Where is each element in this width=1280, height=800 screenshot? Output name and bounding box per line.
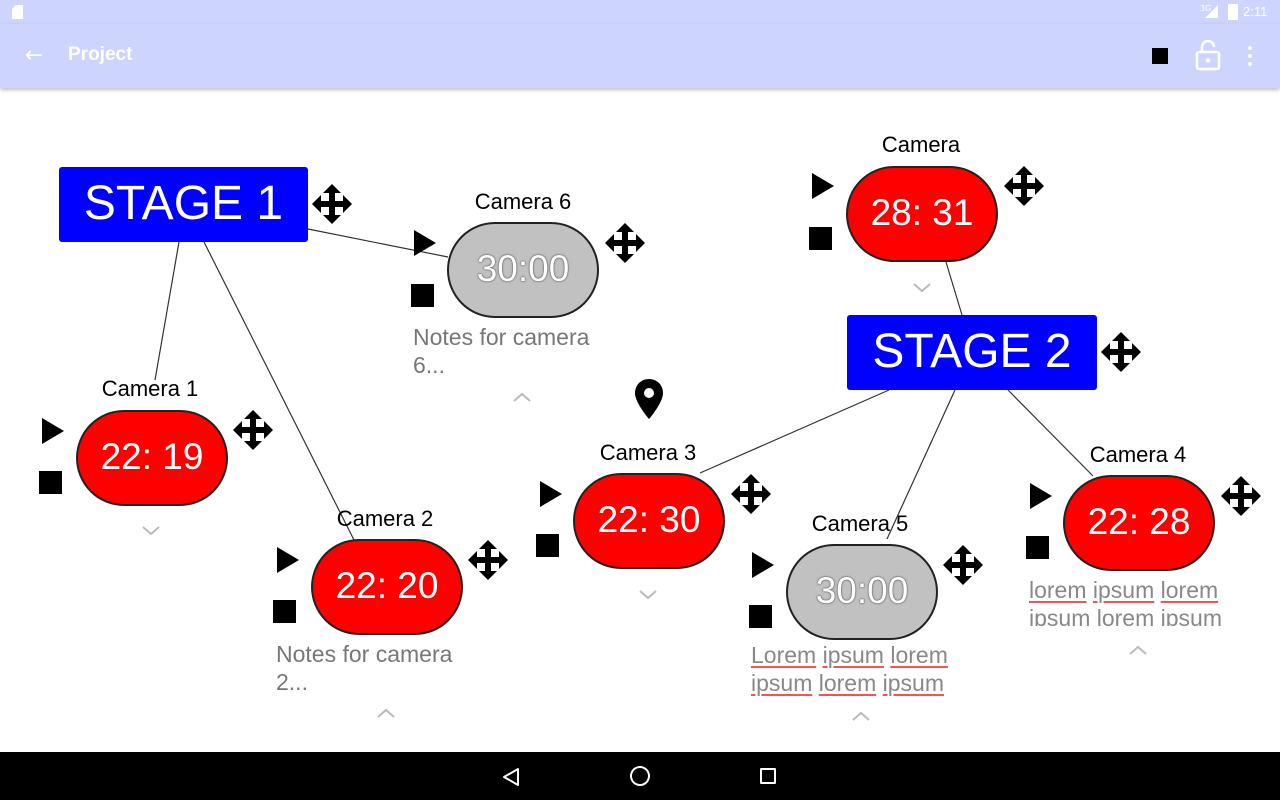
status-bar: 3G 2:11 [0,0,1280,24]
move-handle-icon[interactable] [466,538,510,582]
camera-timer[interactable]: 30:00 [447,222,599,318]
app-bar: ← Project [0,24,1280,88]
camera-notes[interactable]: Lorem ipsum lorem ipsum lorem ipsum [751,641,966,697]
arrow-left-icon[interactable]: ← [24,43,44,68]
chevron-up-icon[interactable] [851,710,871,722]
stop-all-button[interactable] [1152,48,1168,64]
move-handle-icon[interactable] [941,543,985,587]
note-word: lorem [1160,577,1219,603]
stop-button[interactable] [1026,536,1049,559]
nav-back-icon[interactable] [500,766,522,788]
note-word: lorem [1096,605,1155,626]
move-handle-icon[interactable] [603,221,647,265]
note-word: lorem [890,642,948,668]
camera-name: Camera [881,132,961,157]
chevron-down-icon[interactable] [141,525,161,537]
play-button[interactable] [812,173,834,199]
chevron-up-icon[interactable] [1128,644,1148,656]
note-word: ipsum [882,670,945,696]
camera-notes[interactable]: Notes for camera 6... [413,324,590,378]
nav-home-icon[interactable] [630,766,650,786]
connection-lines [154,228,1094,541]
note-word: ipsum [751,670,813,696]
camera-notes[interactable]: Notes for camera 2... [276,641,453,695]
move-handle-icon[interactable] [1099,330,1143,374]
chevron-up-icon[interactable] [512,391,532,403]
camera-name: Camera 2 [336,506,434,531]
note-word: ipsum [1092,577,1155,603]
stop-button[interactable] [809,227,832,250]
sd-card-icon [12,5,23,19]
chevron-up-icon[interactable] [376,707,396,719]
camera-name: Camera 3 [599,440,697,465]
stop-button[interactable] [273,600,296,623]
move-handle-icon[interactable] [1002,164,1046,208]
move-handle-icon[interactable] [310,182,354,226]
stage-1-node[interactable]: STAGE 1 [59,167,308,242]
nav-recents-icon[interactable] [760,768,776,784]
location-pin-icon [635,379,663,419]
chevron-down-icon[interactable] [912,282,932,294]
play-button[interactable] [277,547,299,573]
system-nav-bar [0,752,1280,800]
note-word: Lorem [751,642,817,668]
stop-button[interactable] [39,471,62,494]
stop-button[interactable] [536,534,559,557]
app-title: Project [68,44,133,65]
status-clock: 2:11 [1243,4,1268,19]
note-word: ipsum [1160,605,1223,626]
move-handle-icon[interactable] [231,408,275,452]
project-canvas[interactable]: STAGE 1 STAGE 2 Camera 28: 31 Camera 6 3… [0,88,1280,752]
play-button[interactable] [414,230,436,256]
stop-button[interactable] [749,605,772,628]
camera-timer[interactable]: 22: 19 [76,410,228,506]
move-handle-icon[interactable] [729,472,773,516]
move-handle-icon[interactable] [1219,474,1263,518]
play-button[interactable] [42,418,64,444]
chevron-down-icon[interactable] [638,589,658,601]
stage-2-node[interactable]: STAGE 2 [847,315,1097,390]
camera-name: Camera 6 [474,189,572,214]
camera-timer[interactable]: 30:00 [786,544,938,640]
note-word: lorem [818,670,877,696]
play-button[interactable] [752,552,774,578]
lock-open-icon[interactable] [1194,38,1222,72]
camera-timer[interactable]: 22: 28 [1063,475,1215,571]
note-word: lorem [1029,577,1087,603]
note-word: ipsum [822,642,884,668]
battery-icon [1228,4,1238,20]
stop-button[interactable] [411,284,434,307]
camera-notes[interactable]: lorem ipsum lorem ipsum lorem ipsum [1029,576,1259,626]
camera-timer[interactable]: 22: 30 [573,473,725,569]
camera-timer[interactable]: 28: 31 [846,166,998,262]
camera-name: Camera 5 [811,511,909,536]
signal-icon [1205,5,1218,18]
play-button[interactable] [540,481,562,507]
camera-name: Camera 4 [1089,442,1187,467]
play-button[interactable] [1030,483,1052,509]
note-word: ipsum [1029,605,1091,626]
camera-timer[interactable]: 22: 20 [311,539,463,635]
camera-name: Camera 1 [101,376,199,401]
more-vert-icon[interactable] [1240,42,1260,70]
